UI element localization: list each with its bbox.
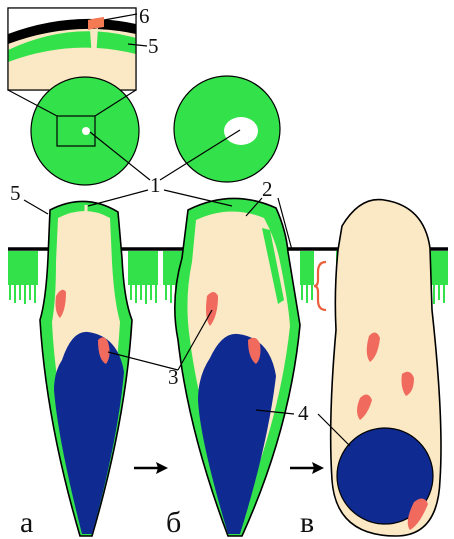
surface-green-a-left xyxy=(8,251,38,285)
label-1: 1 xyxy=(150,173,161,197)
right-arrow-icon xyxy=(134,462,168,474)
label-5-inset: 5 xyxy=(148,34,159,58)
label-2: 2 xyxy=(262,177,273,201)
surface-green-a-right xyxy=(128,251,158,285)
caption-a: а xyxy=(20,506,33,539)
label-6: 6 xyxy=(139,4,150,28)
label-5: 5 xyxy=(10,181,21,205)
bracket-icon xyxy=(314,262,326,310)
inset-magnified-view xyxy=(8,8,136,90)
circle-a-pore xyxy=(82,127,90,135)
label-3: 3 xyxy=(168,365,179,389)
label-4: 4 xyxy=(298,401,309,425)
follicle-c xyxy=(331,200,441,536)
caption-b: б xyxy=(166,506,181,539)
follicle-b-bulb xyxy=(198,334,276,534)
cross-section-a xyxy=(31,77,139,185)
cross-section-b xyxy=(174,76,280,182)
circle-b-pore xyxy=(224,117,258,145)
caption-c: в xyxy=(300,506,314,539)
follicle-b xyxy=(175,198,300,536)
follicle-a-bulb xyxy=(54,332,124,534)
follicle-a xyxy=(40,201,132,536)
surface-green-b-right xyxy=(300,251,314,285)
right-arrow-icon xyxy=(290,462,324,474)
